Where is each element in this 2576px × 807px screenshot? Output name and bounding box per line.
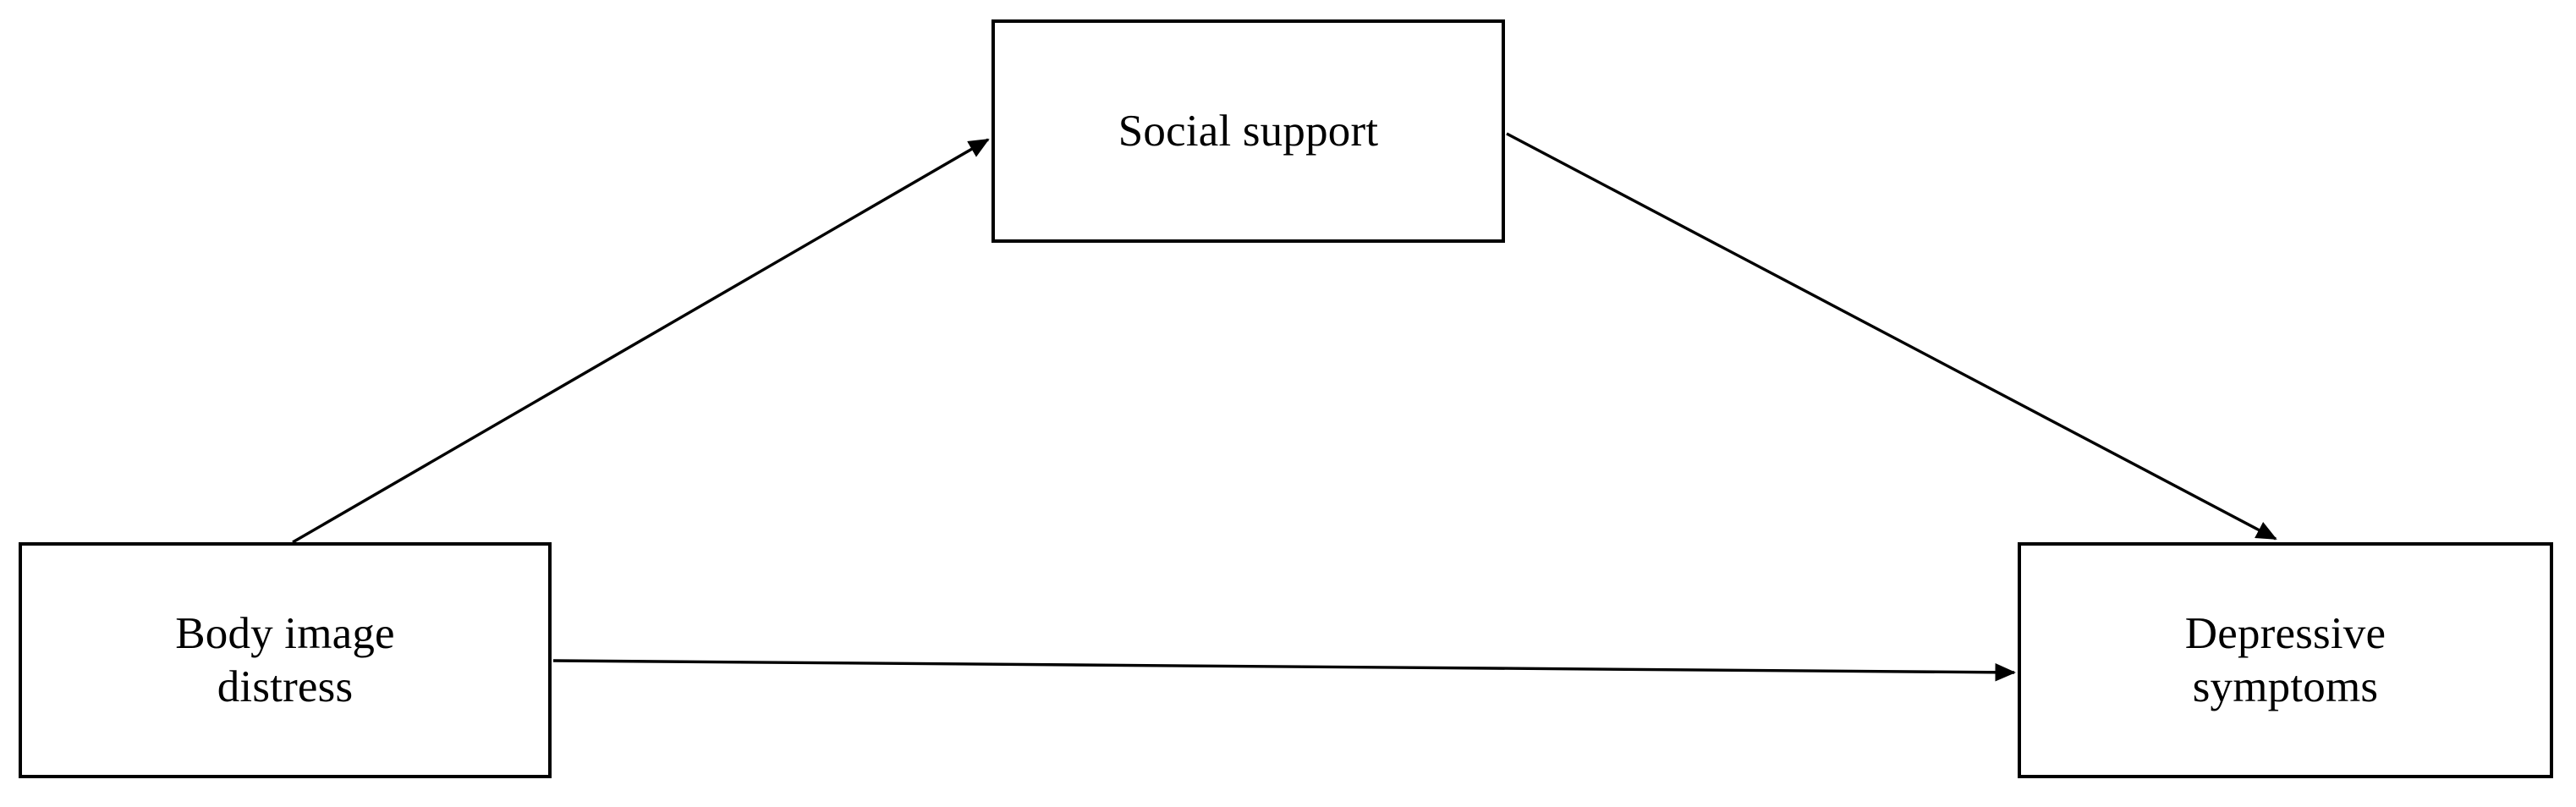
edge-body-image-distress-to-social-support	[292, 138, 990, 544]
node-social-support: Social support	[991, 19, 1505, 243]
node-social-support-label: Social support	[1118, 106, 1379, 156]
node-depressive-symptoms: Depressive symptoms	[2018, 542, 2553, 778]
node-body-image-distress-label: Body image distress	[175, 608, 395, 711]
node-depressive-symptoms-label: Depressive symptoms	[2184, 608, 2387, 711]
edge-body-image-distress-to-depressive-symptoms	[552, 659, 2016, 682]
edge-social-support-to-depressive-symptoms	[1506, 132, 2277, 541]
node-body-image-distress: Body image distress	[19, 542, 552, 778]
